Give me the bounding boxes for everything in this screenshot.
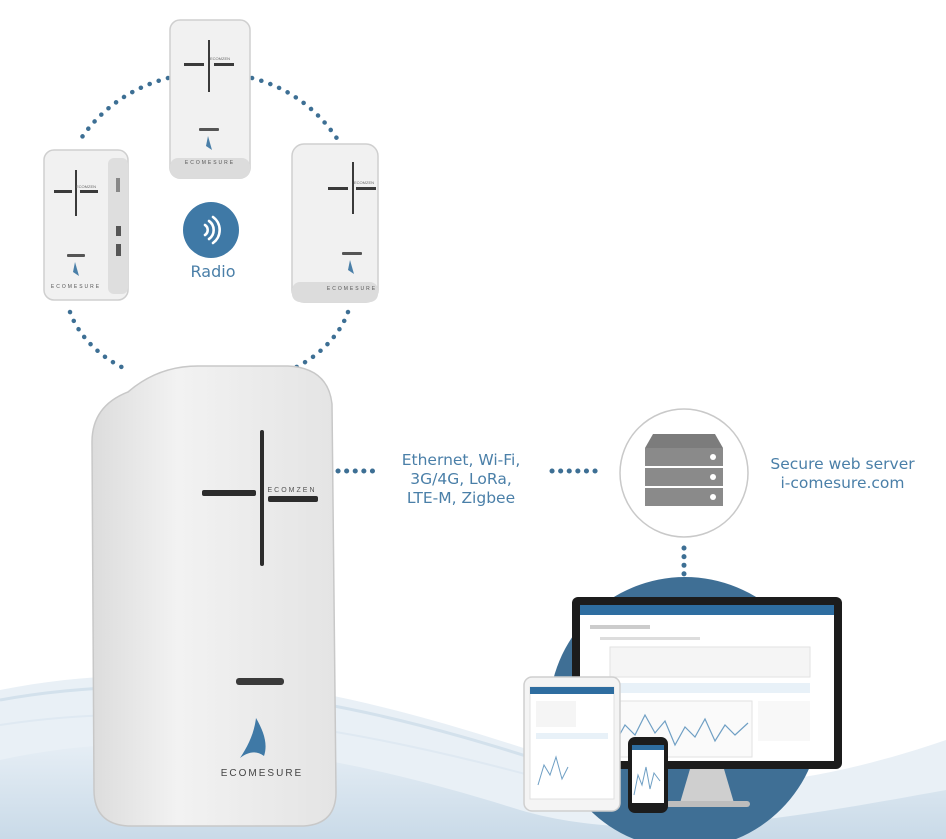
smartphone <box>628 737 668 813</box>
connectivity-line-3: LTE-M, Zigbee <box>406 489 516 507</box>
server-label-line-2: i-comesure.com <box>780 474 905 492</box>
svg-text:ECOMESURE: ECOMESURE <box>221 768 303 779</box>
main-gateway-device: ECOMZEN ECOMESURE <box>91 365 337 827</box>
svg-text:ECOMESURE: ECOMESURE <box>185 160 235 166</box>
server-rack-icon <box>645 434 723 506</box>
svg-text:ECOMZEN: ECOMZEN <box>268 487 317 494</box>
connectivity-line-1: Ethernet, Wi-Fi, <box>401 451 521 469</box>
svg-text:ECOMESURE: ECOMESURE <box>51 284 101 290</box>
svg-text:ECOMZEN: ECOMZEN <box>210 56 230 61</box>
radio-sensor-top: ECOMZEN ECOMESURE <box>169 19 251 179</box>
connectivity-line-2: 3G/4G, LoRa, <box>410 470 512 488</box>
connectivity-label: Ethernet, Wi-Fi, 3G/4G, LoRa, LTE-M, Zig… <box>390 451 532 508</box>
server-circle <box>619 408 749 538</box>
svg-text:ECOMZEN: ECOMZEN <box>354 180 374 185</box>
server-label: Secure web server i-comesure.com <box>760 455 925 493</box>
radio-waves-icon <box>203 215 221 245</box>
svg-text:ECOMZEN: ECOMZEN <box>76 184 96 189</box>
radio-sensor-right: ECOMZEN ECOMESURE <box>291 143 379 303</box>
radio-badge <box>183 202 239 258</box>
client-devices <box>523 577 842 839</box>
server-label-line-1: Secure web server <box>770 455 915 473</box>
radio-sensor-left: ECOMZEN ECOMESURE <box>43 149 129 301</box>
radio-label: Radio <box>190 262 236 281</box>
tablet <box>523 676 621 812</box>
svg-text:ECOMESURE: ECOMESURE <box>327 286 377 292</box>
